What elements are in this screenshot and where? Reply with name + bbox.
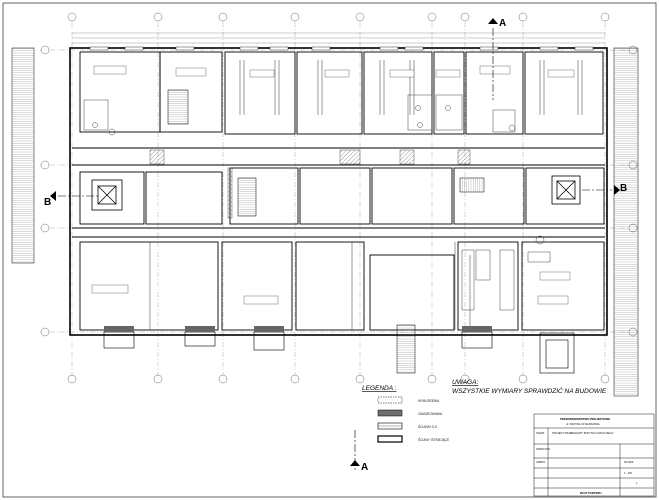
legend-swatch-infill	[377, 409, 403, 417]
grid-horizontal	[40, 49, 640, 333]
stair-right-mid	[459, 177, 485, 193]
tb-sheet-no: 1	[636, 481, 638, 485]
section-a-top-arrow	[488, 18, 498, 24]
room-tags-bottom	[91, 271, 571, 305]
tb-company-1: PRZEDSIĘBIORSTWO PROJEKTOWE	[560, 417, 610, 421]
elevator-left	[91, 179, 123, 211]
section-b-right-arrow	[614, 185, 620, 195]
bottom-annexes	[103, 331, 575, 374]
dimension-top	[72, 32, 605, 44]
tb-project-label: TEMAT	[536, 431, 545, 435]
legend-title: LEGENDA :	[362, 385, 397, 392]
note-title: UWAGA:	[452, 379, 478, 386]
tb-scale: 1 : 100	[624, 471, 632, 475]
tb-date: 05.2009	[624, 460, 634, 464]
section-b-right-label: B	[620, 183, 627, 194]
note-text: WSZYSTKIE WYMIARY SPRAWDZIĆ NA BUDOWIE	[452, 386, 607, 395]
tb-address-label: ADRES	[536, 460, 545, 464]
top-room-columns	[239, 60, 583, 115]
grid-vertical	[71, 22, 606, 378]
title-block	[533, 413, 655, 497]
right-canopy	[613, 47, 639, 397]
bottom-partitions	[149, 242, 471, 330]
section-b-left-arrow	[50, 191, 56, 201]
entrance-stair-bottom	[396, 324, 416, 374]
room-tags-top	[93, 65, 575, 78]
section-a-bottom-label: A	[361, 462, 368, 473]
section-line-b	[58, 189, 612, 197]
stair-middle	[237, 177, 257, 217]
corridor-walls	[72, 147, 605, 238]
kitchen-equipment	[461, 235, 551, 311]
left-canopy	[11, 47, 35, 264]
tb-drawing-title: RZUT PARTERU	[580, 491, 602, 495]
top-windows	[89, 46, 594, 51]
toilets	[83, 94, 516, 136]
legend-swatch-existing	[377, 435, 403, 443]
demolition-walls	[149, 149, 471, 219]
legend-item-drywall: ŚCIANKI G-K	[418, 424, 438, 429]
outer-walls	[69, 47, 608, 336]
legend-swatch-demolition	[377, 396, 403, 404]
tb-project: PROJEKT PRZEBUDOWY BUDYNKU SZKOLNEGO	[552, 431, 613, 435]
note: UWAGA: WSZYSTKIE WYMIARY SPRAWDZIĆ NA BU…	[452, 379, 607, 395]
top-rooms	[79, 51, 604, 135]
legend-item-existing: ŚCIANY ISTNIEJĄCE	[418, 437, 449, 442]
legend: LEGENDA : WYBURZENIA ZAMUROWANIA ŚCIANKI…	[362, 385, 449, 443]
middle-rooms	[79, 167, 605, 225]
bottom-rooms	[79, 241, 605, 331]
stair-top-left	[167, 89, 189, 125]
legend-item-demolition: WYBURZENIA	[418, 399, 440, 403]
tb-investor-label: INWESTOR	[536, 447, 550, 451]
bottom-annex-fills	[104, 326, 492, 332]
section-a-top-label: A	[499, 18, 506, 29]
legend-item-infill: ZAMUROWANIA	[418, 412, 443, 416]
tb-company-2: ul. KRZYWA 33 WARSZAWA	[566, 422, 600, 426]
elevator-right	[551, 175, 581, 205]
section-b-left-label: B	[44, 197, 51, 208]
